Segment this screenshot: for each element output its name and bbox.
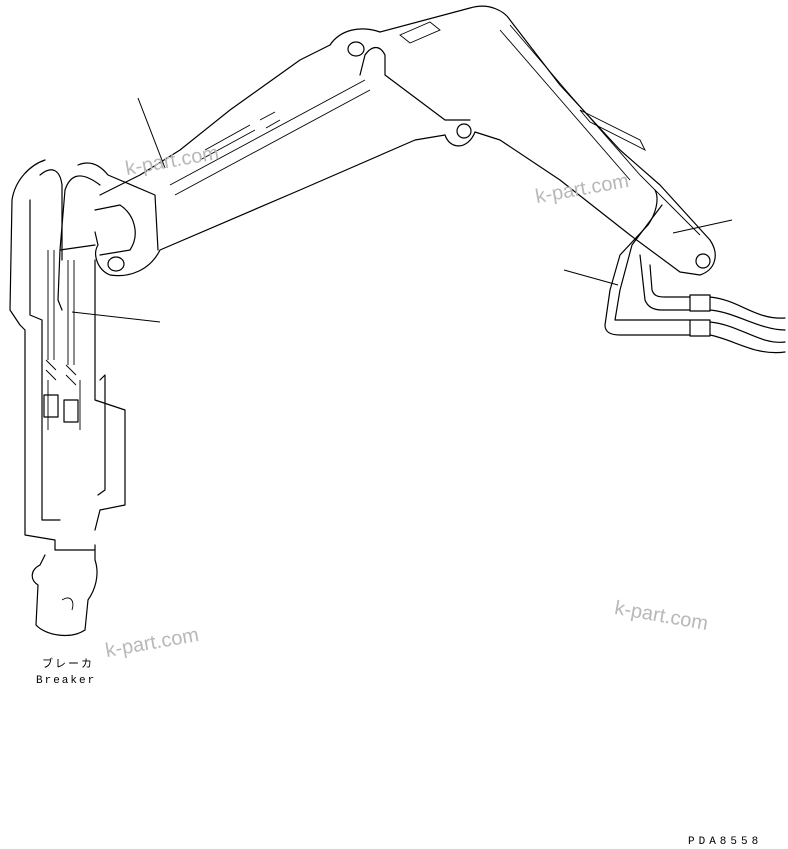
breaker-label-english: Breaker <box>36 675 97 687</box>
drawing-code: PDA8558 <box>688 836 763 848</box>
breaker-label-japanese: ブレーカ <box>42 657 94 670</box>
breaker <box>9 159 106 637</box>
hydraulic-piping <box>604 189 786 354</box>
leader-lines <box>71 97 733 323</box>
boom <box>94 5 716 277</box>
arm <box>57 162 159 531</box>
